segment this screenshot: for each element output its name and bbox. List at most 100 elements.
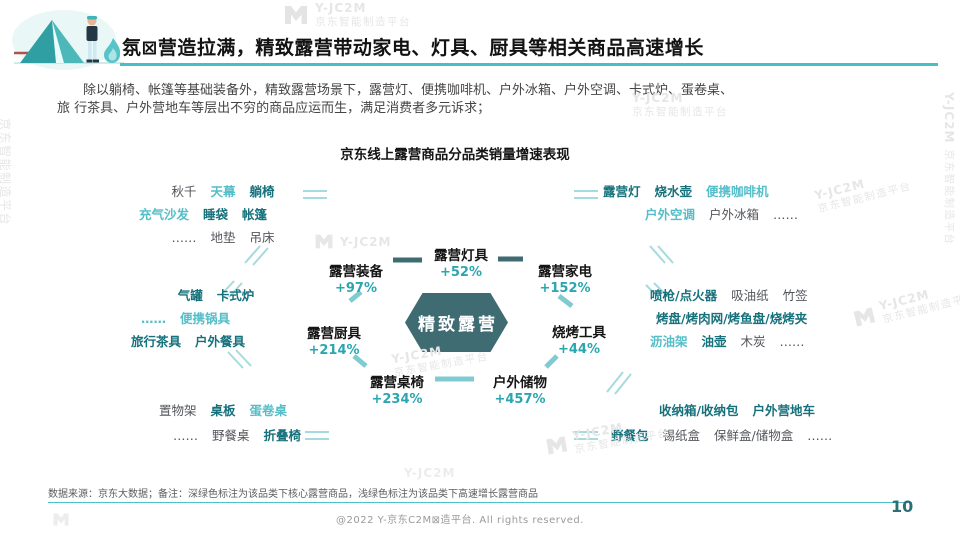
product-item: 烤盘/烤肉网/烤鱼盘/烧烤夹 [656,311,808,326]
list-row: 充气沙发 睡袋 帐篷 [134,208,312,222]
node-growth: +457% [494,392,546,407]
watermark: Y-JC2M [314,233,391,250]
product-item: …… [779,334,805,349]
diagram-title: 京东线上露营商品分品类销量增速表现 [340,147,570,163]
product-item: 折叠椅 [263,428,301,443]
watermark: Y-JC2M 京东智能制造平台 [851,277,960,332]
node-label: 露营桌椅 [370,375,424,391]
product-item: 气罐 [177,288,203,303]
watermark: Y-JC2M 京东智能制造平台 [632,91,728,118]
list-row: 野餐包 锡纸盒 保鲜盒/储物盒 …… [606,429,868,443]
node-camping-kitchenware: 露营厨具 +214% [307,322,361,358]
node-camping-appliances: 露营家电 +152% [538,260,592,296]
node-label: 户外储物 [493,375,547,391]
person-shoe-left [86,59,93,63]
node-outdoor-storage: 户外储物 +457% [493,371,547,407]
person-leg-left [88,41,92,60]
watermark-brand: Y-JC2M [942,92,957,144]
node-camping-gear: 露营装备 +97% [329,260,383,296]
product-item: 锡纸盒 [662,428,701,443]
intro-paragraph: 除以躺椅、帐篷等基础装备外，精致露营场景下，露营灯、便携咖啡机、户外冰箱、户外空… [57,82,909,117]
node-growth: +44% [557,342,600,357]
watermark-brand: Y-JC2M [315,1,367,15]
watermark: Y-JC2M 京东智能制造平台 [544,413,671,460]
product-item: 蛋卷桌 [249,403,287,418]
product-item: 保鲜盒/储物盒 [714,428,794,443]
product-item: 户外冰箱 [709,207,760,222]
product-item: 充气沙发 [139,207,190,222]
watermark-name: 京东智能制造平台 [315,15,411,28]
product-list-bbq-tools: 喷枪/点火器 吸油纸 竹签 烤盘/烤肉网/烤鱼盘/烧烤夹 沥油架 油壶 木炭 …… [645,289,865,358]
product-item: 吸油纸 [731,288,769,303]
node-growth: +152% [539,281,591,296]
list-row: 喷枪/点火器 吸油纸 竹签 [645,289,865,303]
person-torso [86,26,98,41]
product-item: 户外餐具 [195,334,246,349]
product-list-camping-kitchenware: 气罐 卡式炉 …… 便携锅具 旅行茶具 户外餐具 [126,289,306,358]
product-item: 户外空调 [645,207,696,222]
product-item: …… [171,230,197,245]
product-item: …… [807,428,833,443]
product-item: 便携咖啡机 [706,184,769,199]
tent-door [52,20,64,63]
node-label: 露营装备 [329,264,383,280]
list-row: …… 野餐桌 折叠椅 [134,429,312,443]
product-item: 天幕 [210,184,236,199]
product-item: 烧水壶 [654,184,693,199]
node-growth: +52% [439,265,482,280]
product-list-camping-furniture: 置物架 桌板 蛋卷桌 …… 野餐桌 折叠椅 [134,404,312,452]
product-item: 油壶 [701,334,727,349]
product-item: …… [173,428,198,443]
product-item: 收纳箱/收纳包 [658,403,739,418]
product-item: 野餐桌 [211,428,250,443]
list-row: 收纳箱/收纳包 户外营地车 [606,404,868,418]
jd-c2m-logo-icon [853,307,876,327]
product-item: …… [141,311,166,326]
campfire-flame-inner [108,48,117,61]
product-list-camping-gear: 秋千 天幕 躺椅 充气沙发 睡袋 帐篷 …… 地垫 吊床 [134,185,312,254]
watermark: Y-JC2M 京东智能制造平台 [942,92,957,245]
jd-c2m-logo-icon [546,436,568,455]
product-list-camping-appliances: 露营灯 烧水壶 便携咖啡机 户外空调 户外冰箱 …… [598,185,853,231]
list-row: 气罐 卡式炉 [126,289,306,303]
person-leg-right [93,41,97,60]
product-list-outdoor-storage: 收纳箱/收纳包 户外营地车 野餐包 锡纸盒 保鲜盒/储物盒 …… [606,404,868,452]
diagram-center-label: 精致露营 [418,315,498,335]
footer-divider [48,502,912,503]
product-item: 睡袋 [203,207,229,222]
diagram-center-hexagon: 精致露营 [405,293,508,352]
product-item: 便携锅具 [179,311,230,326]
product-item: 露营灯 [603,184,641,199]
list-row: 露营灯 烧水壶 便携咖啡机 [598,185,853,199]
node-growth: +214% [308,343,360,358]
jd-c2m-logo-icon [53,513,69,526]
product-item: 喷枪/点火器 [650,288,718,303]
watermark-name: 京东智能制造平台 [0,118,12,227]
node-label: 烧烤工具 [552,325,606,341]
list-row: 沥油架 油壶 木炭 …… [645,335,865,349]
watermark: Y-JC2M 京东智能制造平台 [283,1,411,28]
product-item: 帐篷 [242,207,268,222]
person-cap [87,16,97,20]
product-item: 野餐包 [611,428,649,443]
watermark-brand: Y-JC2M [404,466,456,480]
watermark: Y-JC2M [404,466,455,480]
watermark-name: 京东智能制造平台 [943,149,955,246]
list-row: 烤盘/烤肉网/烤鱼盘/烧烤夹 [645,312,865,326]
node-label: 露营厨具 [307,326,361,342]
intro-line-1: 除以躺椅、帐篷等基础装备外，精致露营场景下，露营灯、便携咖啡机、户外冰箱、户外空… [83,83,734,98]
person-shoe-right [93,59,99,63]
node-camping-lights: 露营灯具 +52% [434,244,488,280]
product-item: 桌板 [210,403,236,418]
camping-illustration [12,10,124,70]
copyright-text: @2022 Y-京东C2M⊠造平台. All rights reserved. [336,515,584,526]
product-item: 地垫 [210,230,236,245]
watermark: Y-JC2M 京东智能制造平台 [813,167,913,215]
product-item: 置物架 [158,403,197,418]
product-item: 竹签 [782,288,808,303]
title-underline [120,63,938,66]
list-row: 旅行茶具 户外餐具 [126,335,306,349]
list-row: 秋千 天幕 躺椅 [134,185,312,199]
data-source-note: 数据来源：京东大数据；备注：深绿色标注为该品类下核心露营商品，浅绿色标注为该品类… [48,489,538,500]
product-item: 秋千 [171,184,197,199]
